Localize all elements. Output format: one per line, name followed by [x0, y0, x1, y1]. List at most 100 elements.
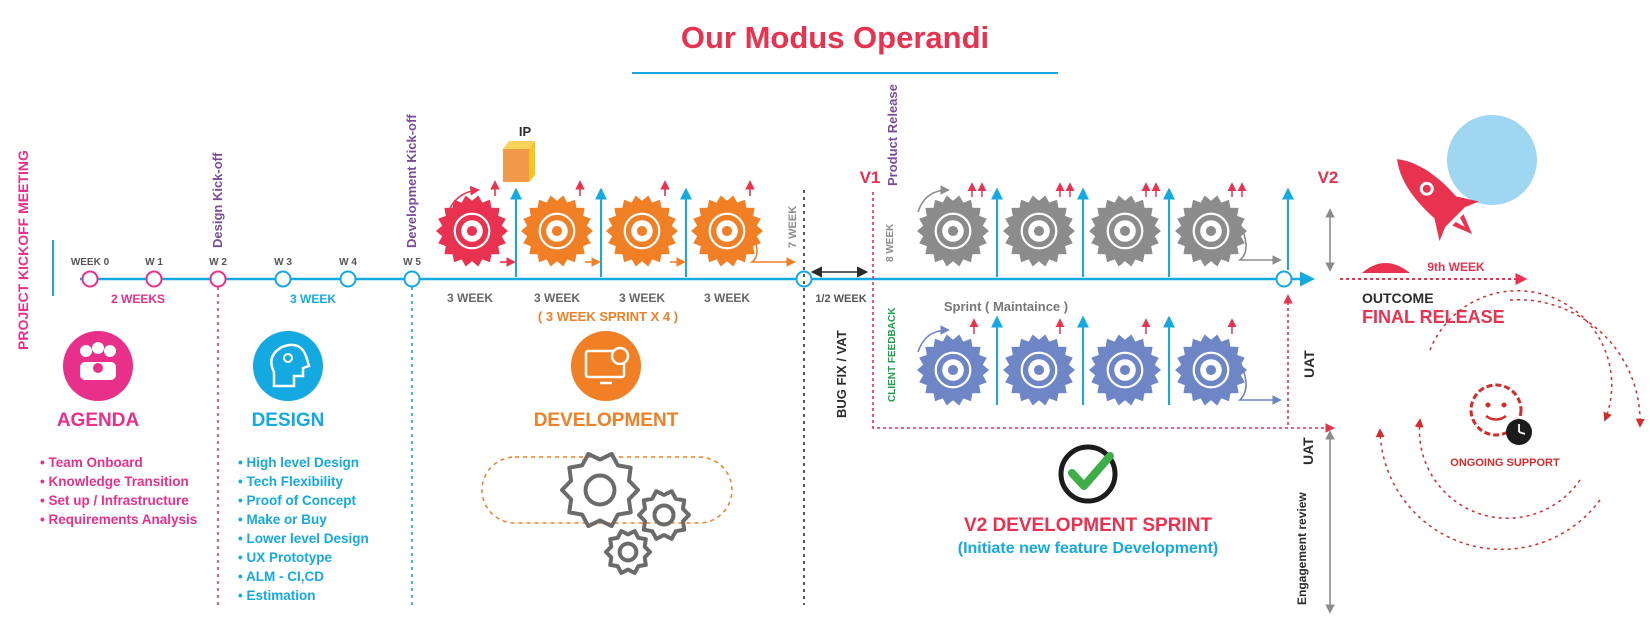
final-release-label: FINAL RELEASE	[1362, 307, 1505, 327]
orange-sprint-gear	[521, 195, 593, 267]
two-weeks-label: 2 WEEKS	[111, 292, 165, 306]
dev-gear-icon	[637, 489, 691, 541]
design-heading: DESIGN	[252, 410, 325, 431]
list-item-text: UX Prototype	[246, 550, 332, 565]
list-item-text: Estimation	[246, 588, 315, 603]
list-item: • Tech Flexibility	[238, 474, 344, 489]
list-item-text: Make or Buy	[246, 512, 327, 527]
week-label: W 5	[403, 257, 421, 268]
list-item-text: High level Design	[246, 455, 359, 470]
blue-maintenance-gear	[917, 334, 989, 406]
bullet-icon: •	[40, 474, 48, 489]
orange-sprint-gear	[691, 195, 763, 267]
list-item-text: Tech Flexibility	[246, 474, 343, 489]
dev-dotted-frame	[481, 456, 733, 524]
curved-arrow	[749, 231, 796, 267]
maint-red-arrows	[969, 318, 1237, 334]
sprint-week-label: 3 WEEK	[619, 291, 665, 305]
sprint-maintenance-label: Sprint ( Maintaince )	[944, 299, 1068, 314]
bullet-icon: •	[238, 474, 246, 489]
gray-curved-arrow	[1237, 223, 1282, 265]
support-agent-icon	[1469, 383, 1532, 445]
node-w1	[145, 270, 163, 288]
bullet-icon: •	[40, 512, 48, 527]
list-item: • Set up / Infrastructure	[40, 493, 189, 508]
node-v2	[1275, 270, 1293, 288]
gray-v2-gear	[917, 195, 989, 267]
list-item-text: ALM - CI,CD	[246, 569, 324, 584]
sky-circle	[1447, 115, 1537, 205]
bullet-icon: •	[40, 493, 48, 508]
uat-label-top: UAT	[1301, 350, 1317, 378]
engagement-review-label: Engagement review	[1295, 492, 1309, 605]
dev-gear-icon	[604, 529, 652, 575]
sprint-week-label: 3 WEEK	[534, 291, 580, 305]
ongoing-support-text: ONGOING SUPPORT	[1450, 457, 1560, 469]
support-loops	[1375, 290, 1645, 551]
week-label: W 3	[274, 257, 292, 268]
rocket-icon	[1397, 159, 1480, 242]
eight-week-label: 8 WEEK	[885, 223, 896, 262]
v1-label: V1	[860, 168, 881, 187]
seven-week-label: 7 WEEK	[787, 206, 799, 248]
v2-sprint-subheading: (Initiate new feature Development)	[958, 540, 1219, 557]
bullet-icon: •	[238, 512, 246, 527]
bullet-icon: •	[238, 569, 246, 584]
list-item-text: Set up / Infrastructure	[48, 493, 189, 508]
gray-v2-gear	[1089, 195, 1161, 267]
client-feedback-path	[872, 192, 1335, 433]
ninth-week-label: 9th WEEK	[1427, 260, 1485, 274]
agenda-heading: AGENDA	[57, 410, 140, 431]
node-v1	[795, 270, 813, 288]
node-w5	[403, 270, 421, 288]
list-item: • High level Design	[238, 455, 359, 470]
outcome-label: OUTCOME	[1362, 290, 1434, 306]
node-w3	[274, 270, 292, 288]
list-item: • Proof of Concept	[238, 493, 356, 508]
list-item: • Team Onboard	[40, 455, 143, 470]
node-w2	[209, 270, 227, 288]
node-week0	[81, 270, 99, 288]
agenda-icon	[63, 331, 133, 401]
gray-v2-gear	[1175, 195, 1247, 267]
week-label: W 4	[339, 257, 357, 268]
uat-label-bottom: UAT	[1300, 437, 1316, 465]
double-red-arrows	[967, 182, 1247, 197]
bullet-icon: •	[238, 493, 246, 508]
bullet-icon: •	[238, 550, 246, 565]
v2-sprint-heading: V2 DEVELOPMENT SPRINT	[964, 515, 1212, 536]
list-item: • Requirements Analysis	[40, 512, 197, 527]
page-title: Our Modus Operandi	[681, 20, 989, 55]
list-item: • Estimation	[238, 588, 316, 603]
list-item: • Lower level Design	[238, 531, 369, 546]
development-heading: DEVELOPMENT	[534, 410, 679, 431]
bullet-icon: •	[40, 455, 48, 470]
product-release-label: Product Release	[885, 84, 900, 186]
list-item: • Make or Buy	[238, 512, 327, 527]
sprint-note: ( 3 WEEK SPRINT X 4 )	[538, 309, 678, 324]
checkmark-icon	[1058, 444, 1118, 504]
project-kickoff-label: PROJECT KICKOFF MEETING	[15, 150, 31, 350]
half-week-label: 1/2 WEEK	[815, 293, 866, 305]
design-kickoff-label: Design Kick-off	[210, 152, 225, 248]
blue-curved-arrow	[917, 325, 950, 353]
blue-maintenance-gear	[1089, 334, 1161, 406]
blue-maintenance-gear	[1175, 334, 1247, 406]
blue-curved-arrow	[1238, 361, 1282, 405]
list-item: • ALM - CI,CD	[238, 569, 324, 584]
sprint-week-label: 3 WEEK	[704, 291, 750, 305]
dev-kickoff-label: Development Kick-off	[404, 114, 419, 248]
bug-fix-label: BUG FIX / VAT	[834, 330, 849, 418]
three-week-design-label: 3 WEEK	[290, 292, 336, 306]
week-label: W 2	[209, 257, 227, 268]
list-item: • Knowledge Transition	[40, 474, 189, 489]
blue-maintenance-gear	[1003, 334, 1075, 406]
week-label: W 1	[145, 257, 163, 268]
bullet-icon: •	[238, 588, 246, 603]
client-feedback-label: CLIENT FEEDBACK	[887, 307, 898, 402]
ip-label: IP	[519, 124, 532, 139]
gray-curved-arrow	[917, 185, 950, 213]
list-item-text: Lower level Design	[246, 531, 368, 546]
bullet-icon: •	[238, 455, 246, 470]
list-item-text: Requirements Analysis	[48, 512, 197, 527]
